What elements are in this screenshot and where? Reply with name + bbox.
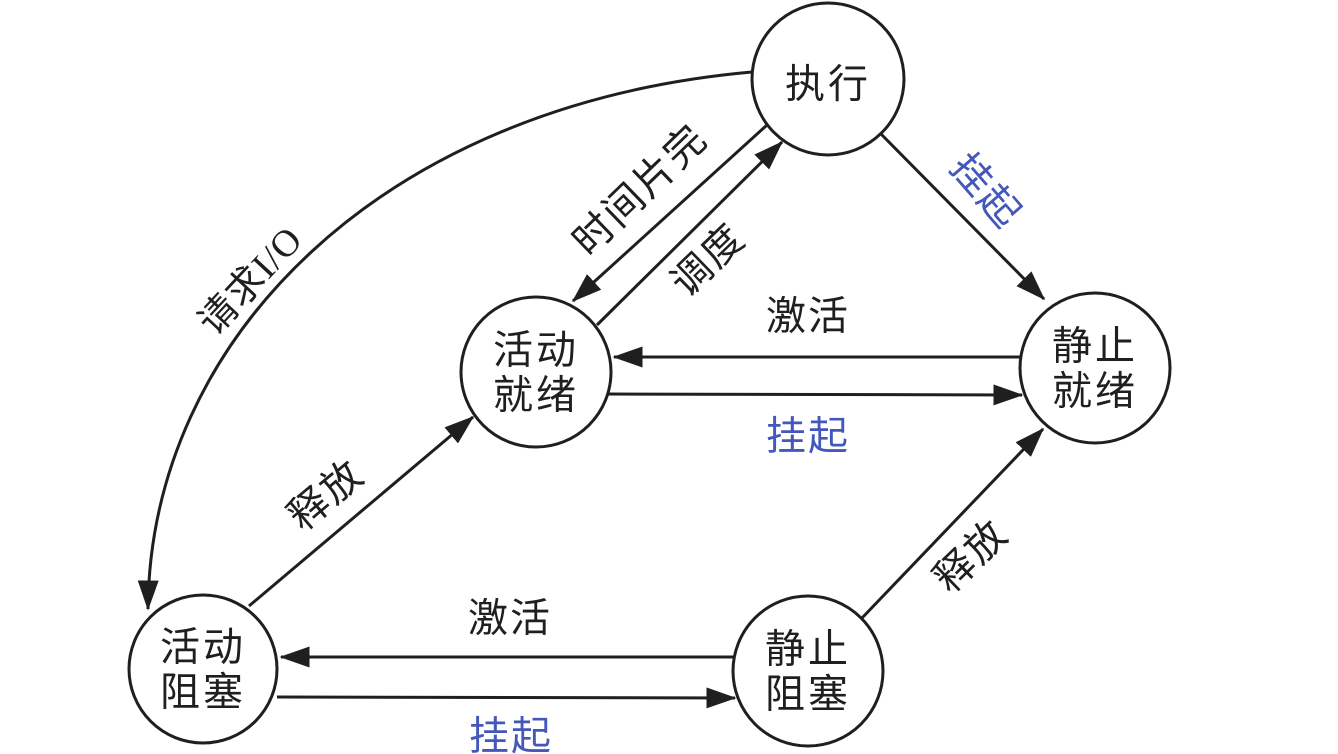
edge-active-blocked-to-active-ready-line [248, 415, 475, 608]
node-static-ready-label-line2: 就绪 [1052, 369, 1138, 414]
edge-label-release-left: 释放 [279, 451, 372, 539]
edge-active-ready-to-static-ready-line [606, 384, 1024, 406]
node-static-ready: 静止 就绪 [1018, 291, 1172, 445]
edge-running-to-active-ready-line [571, 123, 769, 303]
edge-label-dispatch: 调度 [662, 215, 754, 306]
node-static-blocked-label-line2: 阻塞 [765, 672, 851, 717]
edge-label-suspend-blocked: 挂起 [469, 714, 553, 754]
edge-label-release-right: 释放 [925, 511, 1017, 602]
edge-label-activate-blocked: 激活 [468, 596, 552, 641]
node-static-blocked: 静止 阻塞 [731, 594, 885, 748]
node-active-blocked: 活动 阻塞 [127, 593, 279, 745]
node-running-circle [750, 1, 906, 157]
node-active-blocked-label-line2: 阻塞 [160, 670, 246, 715]
node-running-label: 执行 [785, 62, 871, 107]
node-active-ready-label-line1: 活动 [493, 328, 579, 373]
edge-static-blocked-to-static-ready-line [860, 427, 1045, 620]
node-running: 执行 [750, 1, 906, 157]
node-static-blocked-label-line1: 静止 [765, 627, 851, 672]
node-active-ready-circle [459, 295, 613, 449]
node-active-ready-label-line2: 就绪 [493, 373, 579, 418]
edge-active-ready-to-running-line [595, 140, 784, 327]
edge-label-suspend-from-running: 挂起 [941, 145, 1030, 238]
edge-label-suspend-ready: 挂起 [766, 414, 850, 459]
node-active-ready: 活动 就绪 [459, 295, 613, 449]
edge-running-to-active-blocked-arc [137, 70, 753, 611]
edge-running-to-static-ready-line [879, 132, 1046, 301]
edge-label-activate-ready: 激活 [766, 294, 850, 339]
edge-label-request-io: 请求I/O [191, 219, 312, 344]
node-active-blocked-circle [127, 593, 279, 745]
edge-active-blocked-to-static-blocked-line [276, 687, 737, 709]
node-active-blocked-label-line1: 活动 [160, 625, 246, 670]
node-static-ready-circle [1018, 291, 1172, 445]
node-static-ready-label-line1: 静止 [1052, 324, 1138, 369]
node-static-blocked-circle [731, 594, 885, 748]
